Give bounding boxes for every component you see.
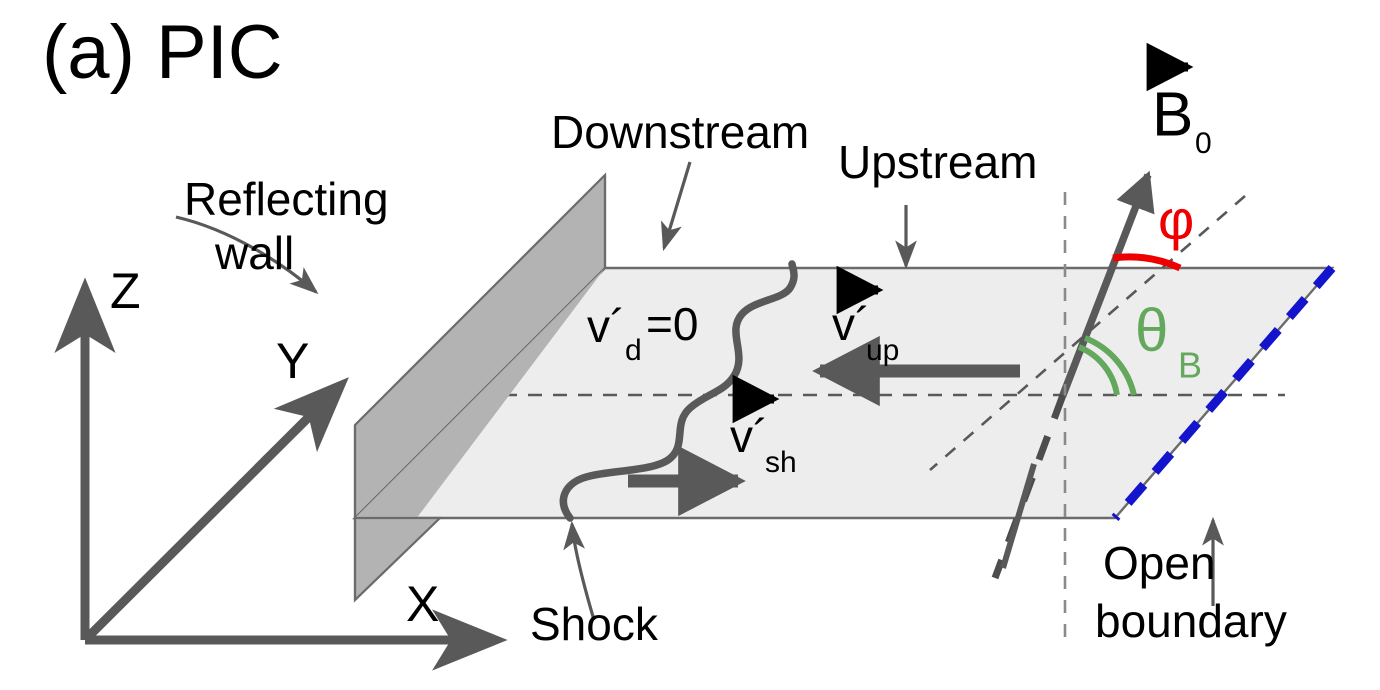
theta-angle-arc-outer [1083,335,1137,396]
reflecting-wall-label-line2: wall [214,227,294,279]
open-boundary-label-line1: Open [1103,537,1216,589]
page-title: (a) PIC [42,10,283,95]
v-shock-subscript: sh [765,446,797,479]
reflecting-wall-label-line1: Reflecting [184,173,389,225]
upstream-label: Upstream [838,136,1037,188]
b0-projection-solid [1000,463,1037,569]
phi-angle-label: φ [1158,188,1194,251]
theta-angle-label: θ [1135,297,1168,364]
v-shock-symbol: v´ [730,410,768,462]
phi-angle-arc [1112,253,1182,272]
axis-x-label: X [406,576,439,632]
b0-field-vector [1059,170,1155,397]
theta-angle-arc-inner [1077,344,1120,396]
curved-arrow-icon [175,215,319,295]
coordinate-axes [54,277,508,671]
axis-y [81,377,349,644]
axis-y-label: Y [276,333,309,389]
shock-label: Shock [530,598,659,650]
b0-subscript: 0 [1195,127,1212,160]
theta-angle-subscript: B [1178,345,1202,386]
downstream-label: Downstream [551,106,809,158]
v-downstream-symbol: v´ [587,300,625,352]
v-upstream-symbol: v´ [832,298,870,350]
curved-arrow-icon [563,520,596,621]
axis-z-label: Z [110,263,141,319]
reflecting-wall [353,172,607,603]
downstream-pointer-arrow [660,161,692,252]
b0-symbol: B [1152,80,1193,149]
open-boundary-label-line2: boundary [1095,595,1287,647]
v-downstream-value: =0 [646,298,698,350]
shock-front-curve [559,260,798,522]
v-upstream-subscript: up [866,334,899,367]
open-boundary-line [1111,265,1336,521]
projection-reference-dashed [929,195,1246,471]
v-downstream-subscript: d [625,334,642,367]
